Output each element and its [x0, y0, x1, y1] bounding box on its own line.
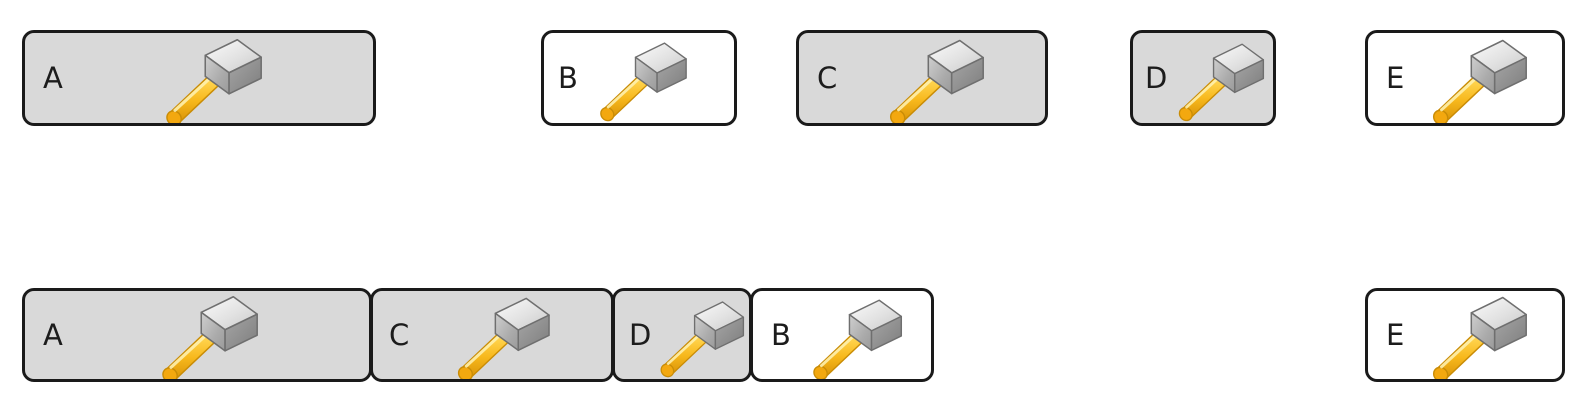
hammer-icon	[1432, 39, 1527, 123]
hammer-icon	[660, 301, 745, 378]
card-label: A	[43, 317, 63, 352]
card-top-row-d[interactable]: D	[1130, 30, 1276, 126]
hammer-head	[1470, 39, 1527, 95]
card-label: E	[1386, 60, 1405, 95]
card-bottom-row-c[interactable]: C	[370, 288, 614, 382]
hammer-head	[494, 297, 550, 352]
hammer-icon	[1432, 296, 1527, 379]
hammer-icon	[600, 42, 687, 122]
hammer-head	[1212, 43, 1265, 94]
card-bottom-row-e[interactable]: E	[1365, 288, 1565, 382]
hammer-head	[204, 38, 262, 95]
hammer-icon	[889, 39, 984, 123]
card-label: B	[771, 317, 791, 352]
hammer-head	[693, 301, 745, 350]
hammer-head	[1470, 296, 1527, 352]
card-label: A	[43, 60, 63, 95]
card-bottom-row-b[interactable]: B	[750, 288, 934, 382]
hammer-head	[634, 42, 687, 93]
card-bottom-row-a[interactable]: A	[22, 288, 372, 382]
card-bottom-row-d[interactable]: D	[612, 288, 752, 382]
card-label: D	[629, 317, 652, 352]
hammer-head	[848, 299, 903, 352]
card-label: D	[1145, 60, 1168, 95]
card-top-row-e[interactable]: E	[1365, 30, 1565, 126]
card-label: C	[389, 317, 410, 352]
hammer-head	[927, 39, 984, 95]
hammer-icon	[457, 297, 550, 379]
card-top-row-a[interactable]: A	[22, 30, 376, 126]
card-label: B	[558, 60, 578, 95]
hammer-icon	[162, 295, 258, 379]
card-top-row-c[interactable]: C	[796, 30, 1048, 126]
card-top-row-b[interactable]: B	[541, 30, 737, 126]
card-label: C	[817, 60, 838, 95]
card-label: E	[1386, 317, 1405, 352]
hammer-icon	[813, 299, 903, 379]
hammer-head	[200, 295, 258, 352]
hammer-icon	[1178, 43, 1265, 122]
hammer-icon	[166, 38, 262, 123]
